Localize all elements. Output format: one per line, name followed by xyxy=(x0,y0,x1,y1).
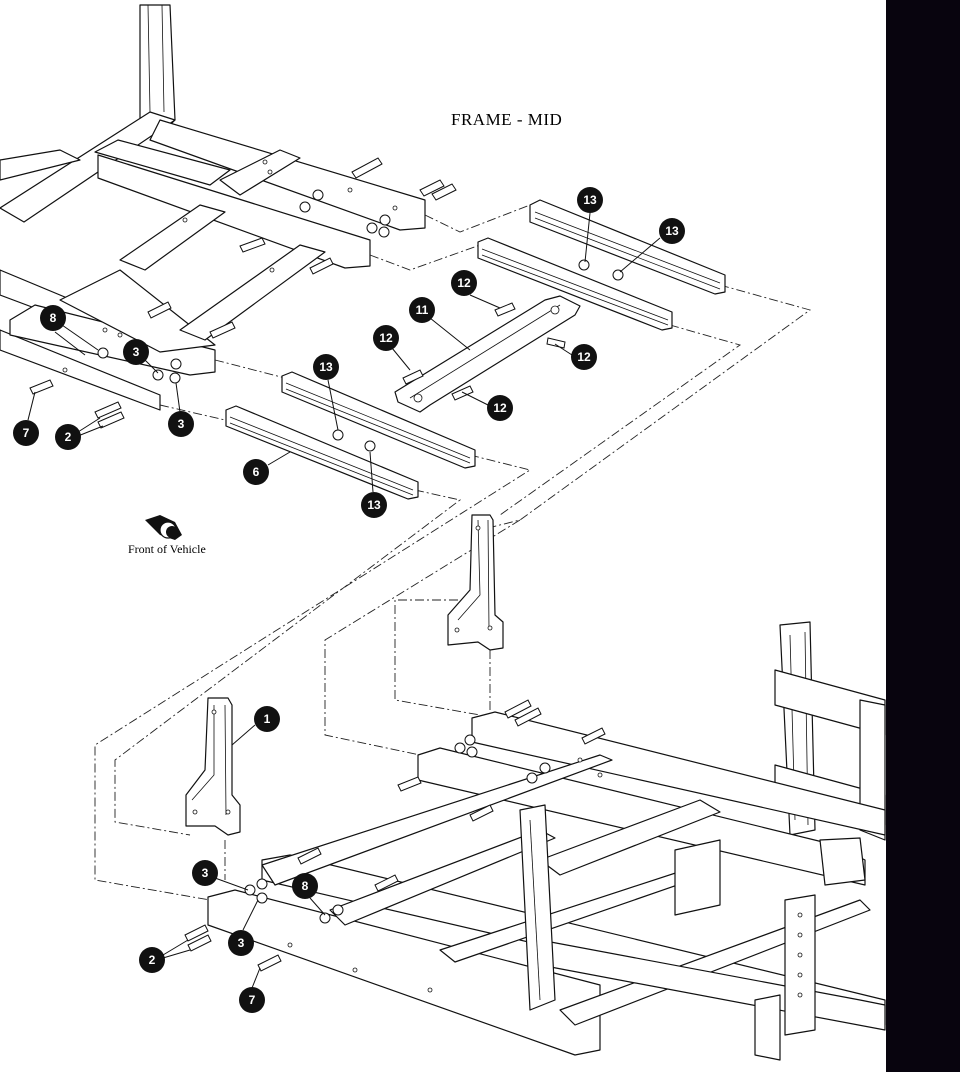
diagram-title: FRAME - MID xyxy=(451,110,562,129)
link-bar xyxy=(394,295,581,413)
svg-text:13: 13 xyxy=(319,360,333,374)
frame-holes-lower xyxy=(287,757,803,998)
callout-3b: 3 xyxy=(168,382,194,437)
svg-text:12: 12 xyxy=(379,331,393,345)
frame-holes-upper xyxy=(62,159,398,373)
callout-7a: 7 xyxy=(13,391,39,446)
callout-8b: 8 xyxy=(292,873,326,916)
callout-3a: 3 xyxy=(123,339,159,374)
svg-text:12: 12 xyxy=(577,350,591,364)
upper-slide-rails xyxy=(477,199,726,331)
lower-bracket xyxy=(185,697,241,836)
svg-text:3: 3 xyxy=(178,417,185,431)
upper-frame-assembly xyxy=(0,4,457,429)
side-bar xyxy=(886,0,960,1072)
callout-12a: 12 xyxy=(451,270,501,309)
svg-text:11: 11 xyxy=(416,303,429,317)
svg-text:13: 13 xyxy=(367,498,381,512)
svg-text:6: 6 xyxy=(253,465,260,479)
svg-text:13: 13 xyxy=(583,193,597,207)
callout-2a: 2 xyxy=(55,417,104,450)
svg-text:3: 3 xyxy=(133,345,140,359)
callout-13c: 13 xyxy=(313,354,339,431)
svg-text:2: 2 xyxy=(149,953,156,967)
lower-slide-rails xyxy=(225,371,476,500)
upper-bolts xyxy=(29,157,457,429)
lower-bolts xyxy=(184,699,606,972)
callout-6: 6 xyxy=(243,451,291,485)
front-of-vehicle-indicator: Front of Vehicle xyxy=(128,515,206,556)
svg-text:8: 8 xyxy=(302,879,309,893)
svg-text:7: 7 xyxy=(23,426,30,440)
callout-1: 1 xyxy=(231,706,280,746)
callout-7b: 7 xyxy=(239,967,265,1013)
svg-text:3: 3 xyxy=(238,936,245,950)
callout-12c: 12 xyxy=(554,343,597,370)
callouts: 13 13 12 11 12 12 12 xyxy=(13,187,685,1013)
callout-11: 11 xyxy=(409,297,471,351)
svg-text:2: 2 xyxy=(65,430,72,444)
callout-12b: 12 xyxy=(373,325,411,371)
callout-3d: 3 xyxy=(228,899,259,956)
callout-3c: 3 xyxy=(192,860,249,891)
callout-13b: 13 xyxy=(619,218,685,273)
callout-8a: 8 xyxy=(40,305,99,356)
callout-12d: 12 xyxy=(461,391,513,421)
callout-13d: 13 xyxy=(361,451,387,518)
upper-bracket xyxy=(447,514,504,651)
alignment-lines xyxy=(94,204,812,901)
lower-frame-assembly xyxy=(184,621,886,1061)
callout-13a: 13 xyxy=(577,187,603,263)
svg-text:7: 7 xyxy=(249,993,256,1007)
svg-text:13: 13 xyxy=(665,224,679,238)
svg-text:3: 3 xyxy=(202,866,209,880)
svg-text:12: 12 xyxy=(493,401,507,415)
callout-2b: 2 xyxy=(139,939,191,973)
svg-text:12: 12 xyxy=(457,276,471,290)
svg-text:8: 8 xyxy=(50,311,57,325)
svg-text:1: 1 xyxy=(264,712,271,726)
front-of-vehicle-label: Front of Vehicle xyxy=(128,542,206,556)
